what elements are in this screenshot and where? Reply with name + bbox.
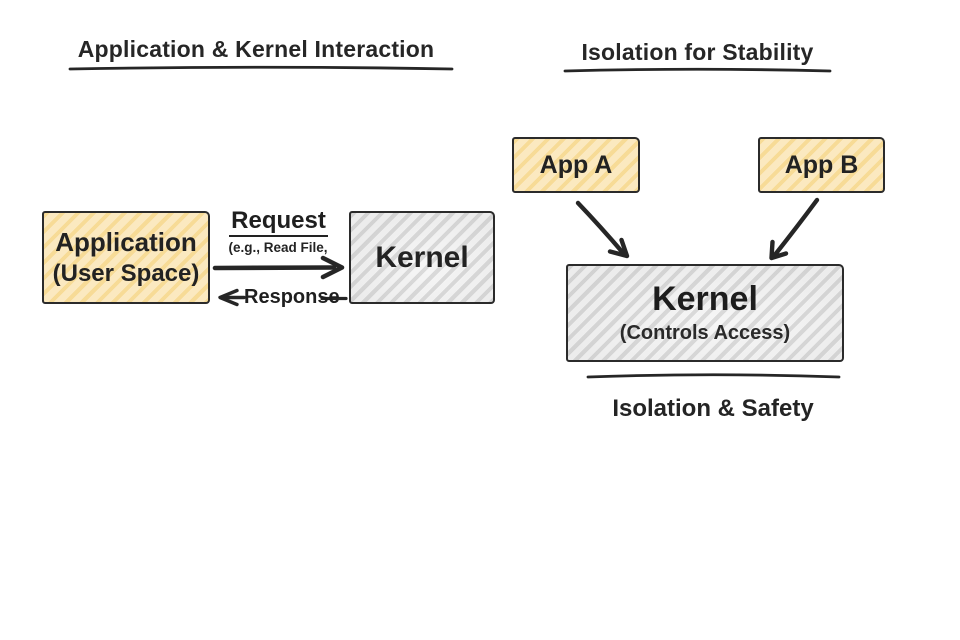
app-a-box: App A — [512, 137, 640, 193]
app-a-arrow-icon — [575, 200, 630, 259]
response-arrow-label: Response — [244, 286, 340, 308]
app-b-box: App B — [758, 137, 885, 193]
isolation-safety-caption: Isolation & Safety — [612, 395, 814, 422]
right-title-underline — [563, 67, 832, 73]
kernel-box-left-label: Kernel — [375, 240, 469, 274]
isolation-divider-line — [586, 373, 841, 379]
left-section-title: Application & Kernel Interaction — [77, 36, 435, 62]
app-b-arrow-icon — [769, 197, 820, 261]
request-arrow-sublabel: (e.g., Read File, — [228, 240, 328, 255]
kernel-box-left: Kernel — [349, 211, 495, 304]
right-section-title: Isolation for Stability — [581, 39, 814, 65]
kernel-box-right-line1: Kernel — [652, 280, 758, 319]
left-title-underline — [68, 65, 454, 71]
app-a-box-label: App A — [539, 150, 613, 179]
request-arrow-icon — [212, 255, 345, 280]
app-b-box-label: App B — [784, 150, 859, 179]
application-box: Application (User Space) — [42, 211, 210, 304]
request-arrow-label: Request — [215, 207, 342, 237]
application-box-line2: (User Space) — [52, 259, 200, 287]
application-box-line1: Application — [55, 227, 197, 258]
kernel-box-right: Kernel (Controls Access) — [566, 264, 844, 362]
kernel-box-right-line2: (Controls Access) — [619, 321, 791, 344]
